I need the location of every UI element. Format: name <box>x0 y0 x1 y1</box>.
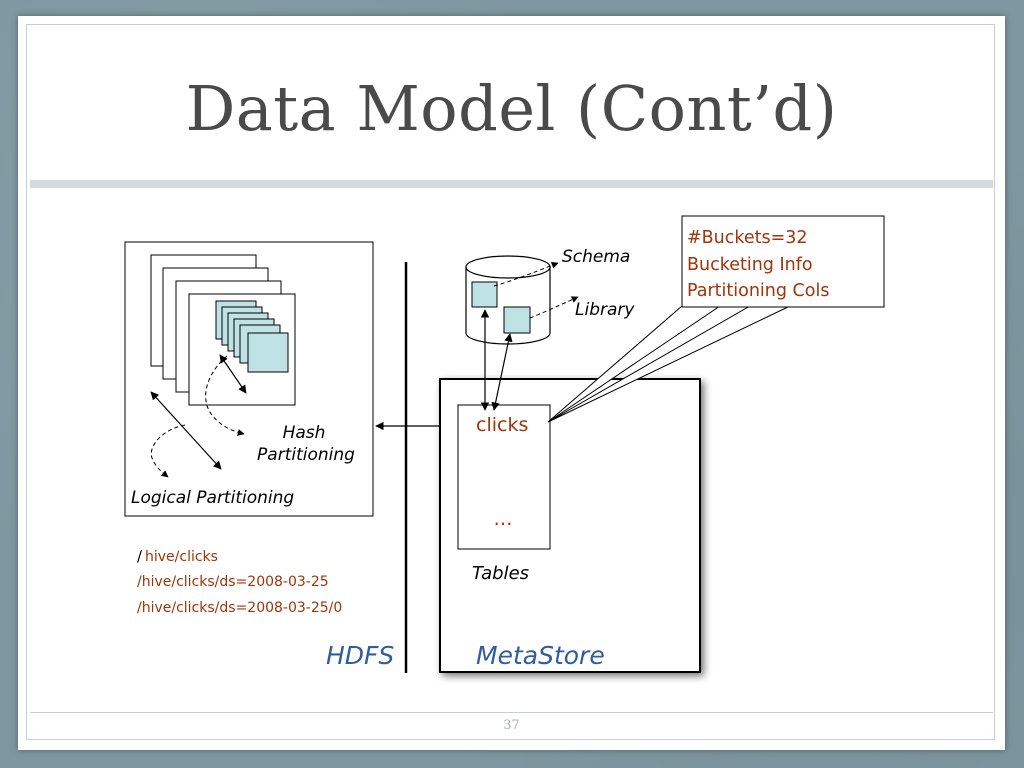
library-square <box>503 306 531 334</box>
tables-box <box>457 404 551 550</box>
hash-bucket-stack <box>215 300 289 373</box>
library-dashed-arrow <box>529 296 579 319</box>
hdfs-path-1: hive/clicks <box>145 549 218 565</box>
partition-arrows <box>150 354 247 478</box>
callout-line-1: #Buckets=32 <box>687 228 808 248</box>
metastore-section-label: MetaStore <box>476 641 605 670</box>
schema-database-icon <box>465 255 551 345</box>
slide-inner-frame <box>26 24 995 740</box>
library-clicks-arrow <box>491 333 513 411</box>
tables-ellipsis: … <box>494 508 513 530</box>
logical-partitioning-label: Logical Partitioning <box>131 488 294 508</box>
table-clicks-label: clicks <box>476 414 528 436</box>
logical-dashed-arrow <box>150 424 186 478</box>
hash-dashed-arrow <box>205 355 245 436</box>
schema-label: Schema <box>562 247 630 267</box>
slide-number: 37 <box>503 718 520 733</box>
logical-partition-arrow <box>150 391 222 470</box>
tables-label: Tables <box>472 563 529 584</box>
hash-partition-arrow <box>219 354 247 394</box>
hash-partitioning-label-line2: Partitioning <box>257 445 355 465</box>
hdfs-path-3: /hive/clicks/ds=2008-03-25/0 <box>137 600 342 616</box>
hdfs-path-2: /hive/clicks/ds=2008-03-25 <box>137 574 329 590</box>
library-label: Library <box>575 300 635 320</box>
slide-title: Data Model (Cont’d) <box>185 72 838 145</box>
callout-line-2: Bucketing Info <box>687 255 813 275</box>
title-divider <box>30 180 993 188</box>
hdfs-section-label: HDFS <box>326 641 394 670</box>
callout-line-3: Partitioning Cols <box>687 281 829 301</box>
path-prefix: / <box>137 547 143 565</box>
bucketing-callout: #Buckets=32 Bucketing Info Partitioning … <box>547 215 885 423</box>
hash-partitioning-label-line1: Hash <box>283 423 326 443</box>
footer-divider <box>30 712 993 713</box>
schema-square <box>471 281 498 308</box>
